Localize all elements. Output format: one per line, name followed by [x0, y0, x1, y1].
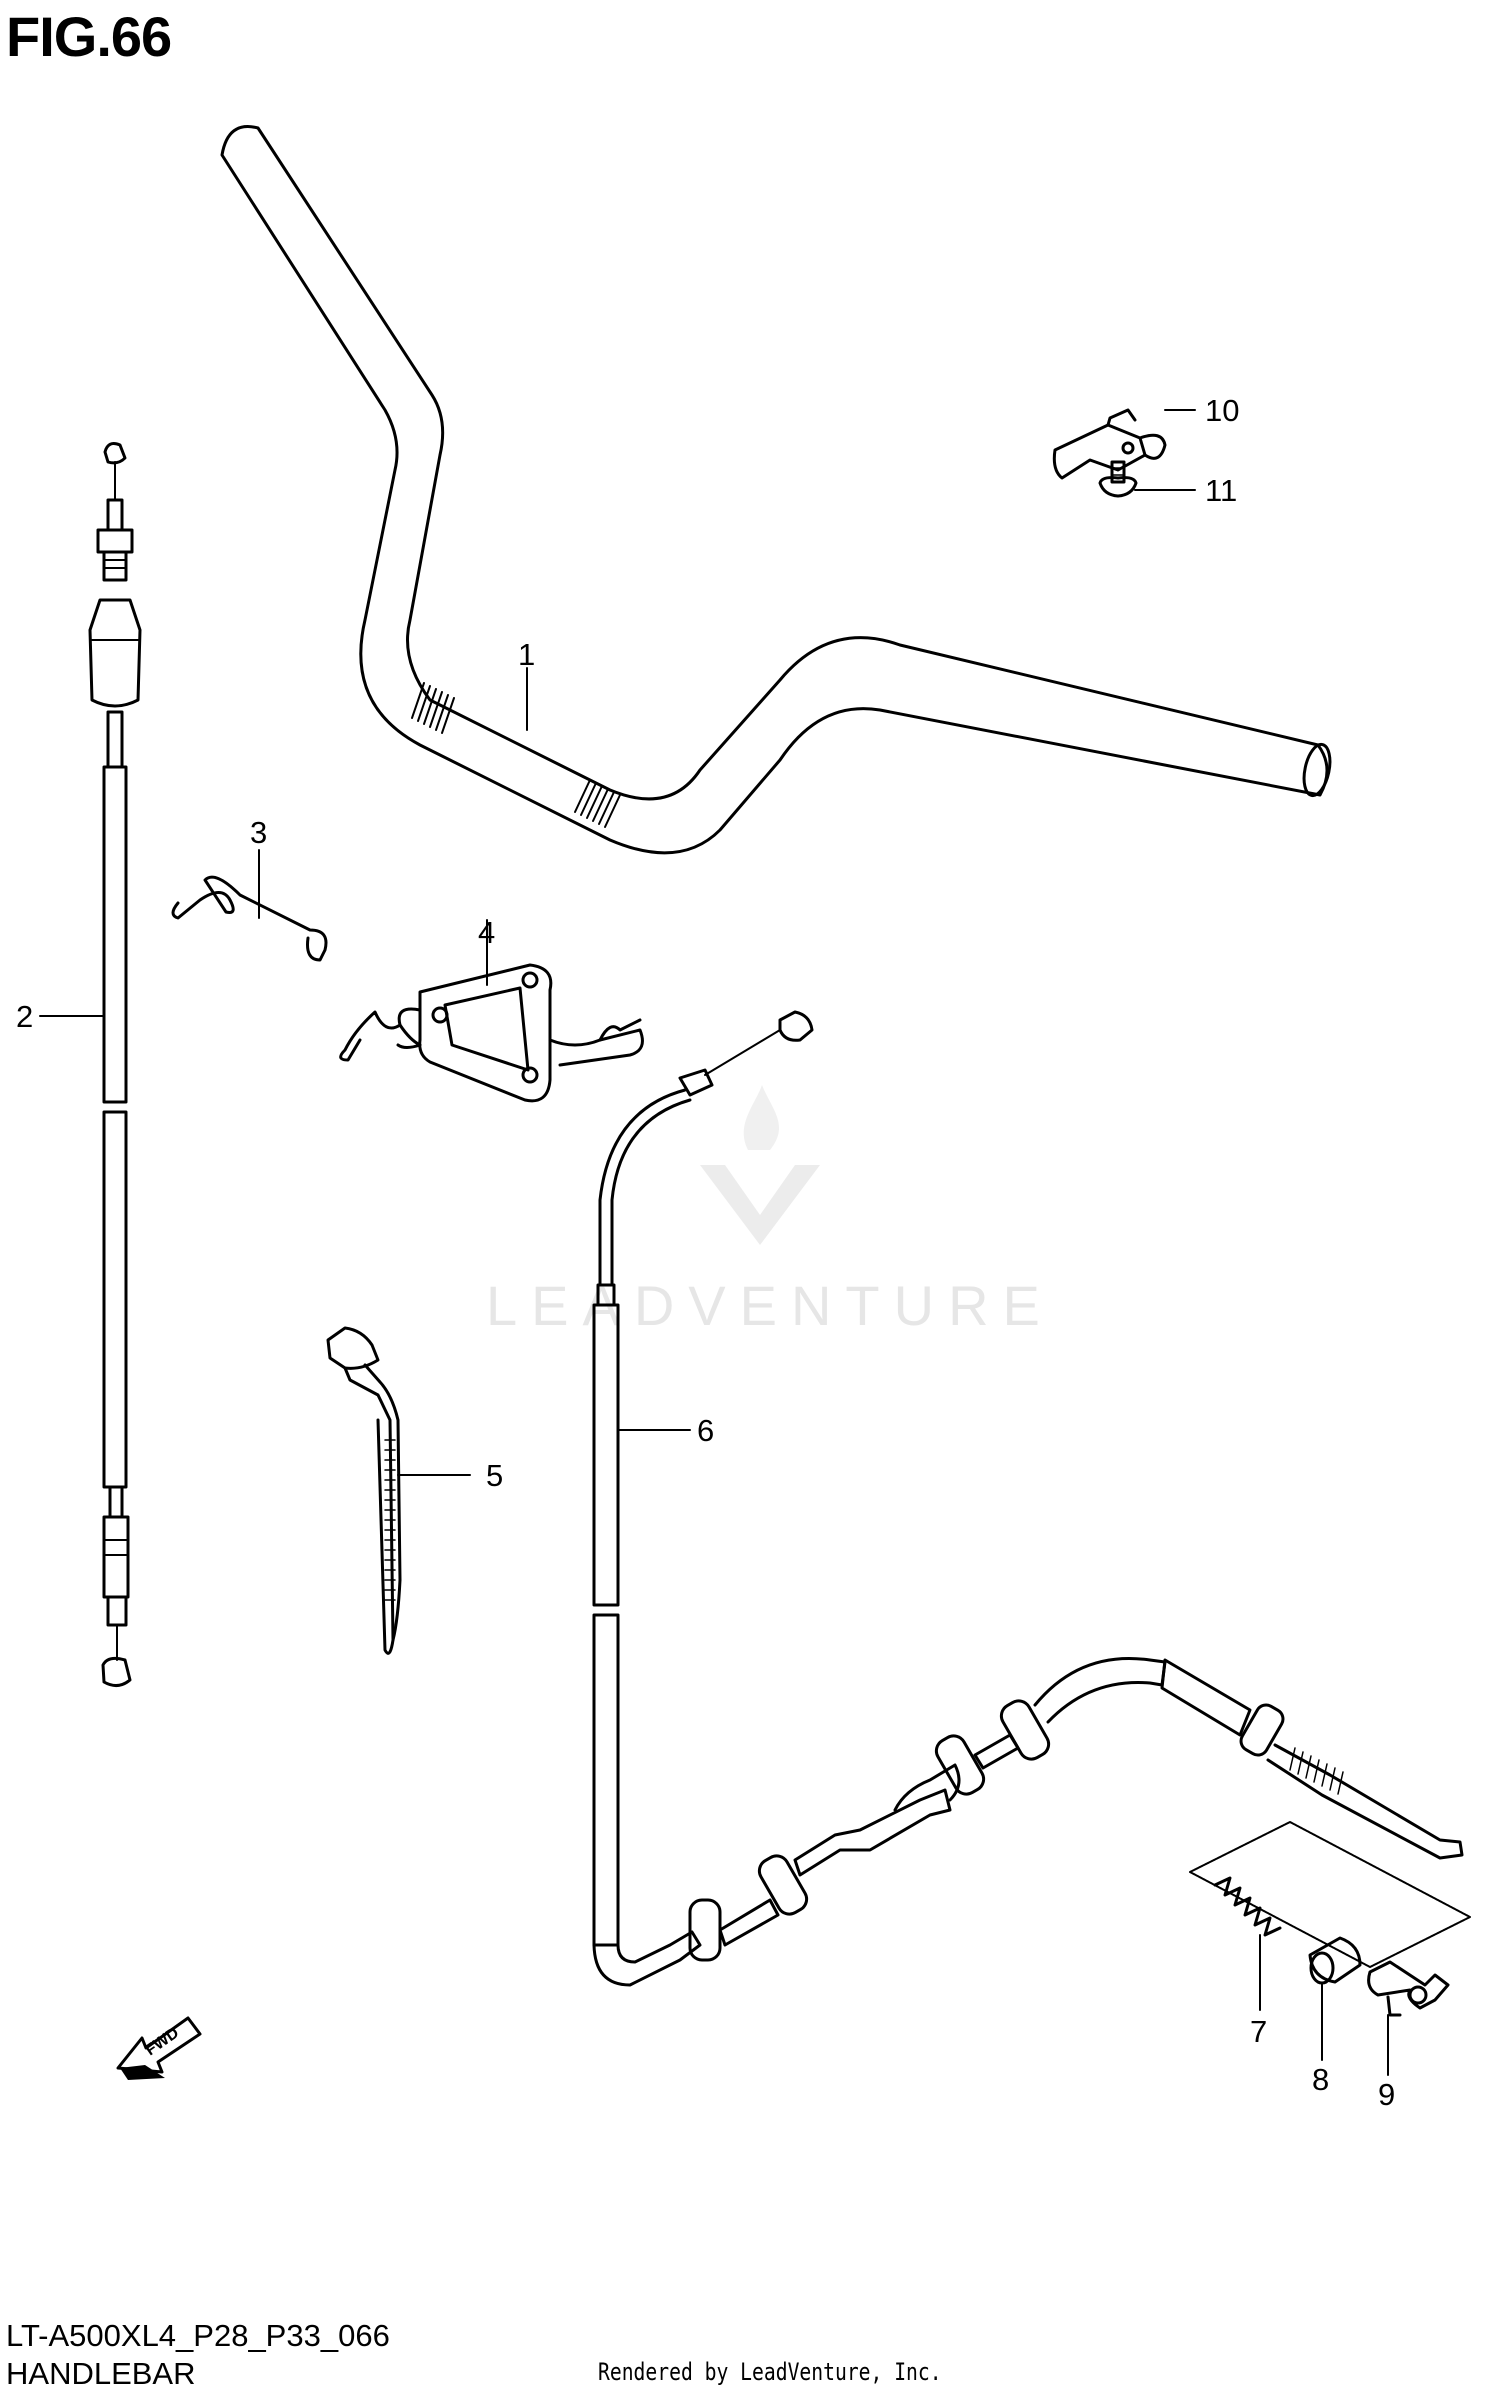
callout-5[interactable]: 5	[486, 1458, 503, 1493]
callout-labels: 1 2 3 4 5 6 7 8 9 10 11	[16, 393, 1395, 2112]
screw-part-11[interactable]	[1098, 460, 1196, 498]
handlebar-part-1[interactable]	[220, 125, 1334, 855]
wire-clip-part-3[interactable]	[171, 849, 328, 962]
model-code: LT-A500XL4_P28_P33_066	[6, 2318, 390, 2353]
section-name: HANDLEBAR	[6, 2356, 196, 2391]
cable-bracket-part-4[interactable]	[339, 919, 644, 1103]
fwd-arrow-icon: FWD	[116, 2016, 202, 2080]
spring-part-7[interactable]	[1213, 1876, 1282, 2011]
watermark-logo-icon	[700, 1165, 820, 1245]
callout-7[interactable]: 7	[1250, 2014, 1267, 2049]
callout-11[interactable]: 11	[1205, 473, 1237, 508]
retainer-part-9[interactable]	[1367, 1960, 1450, 2076]
callout-3[interactable]: 3	[250, 815, 267, 850]
watermark-flame-icon	[743, 1085, 780, 1150]
callout-9[interactable]: 9	[1378, 2077, 1395, 2112]
brake-cable-part-6[interactable]	[592, 1010, 1464, 1987]
callout-6[interactable]: 6	[697, 1413, 714, 1448]
watermark: LEADVENTURE	[486, 1085, 1054, 1337]
figure-title: FIG.66	[6, 5, 172, 68]
rendered-by-credit: Rendered by LeadVenture, Inc.	[598, 2358, 942, 2386]
watermark-text: LEADVENTURE	[486, 1274, 1054, 1337]
throttle-cable-part-2[interactable]	[39, 442, 142, 1687]
switch-bracket-part-10[interactable]	[1052, 408, 1196, 480]
callout-4[interactable]: 4	[478, 915, 495, 950]
callout-2[interactable]: 2	[16, 999, 33, 1034]
assembly-outline	[1189, 1821, 1471, 1968]
collar-part-8[interactable]	[1308, 1936, 1362, 2061]
callout-1[interactable]: 1	[518, 637, 535, 672]
callout-8[interactable]: 8	[1312, 2062, 1329, 2097]
cable-tie-part-5[interactable]	[326, 1326, 471, 1655]
callout-10[interactable]: 10	[1205, 393, 1239, 428]
